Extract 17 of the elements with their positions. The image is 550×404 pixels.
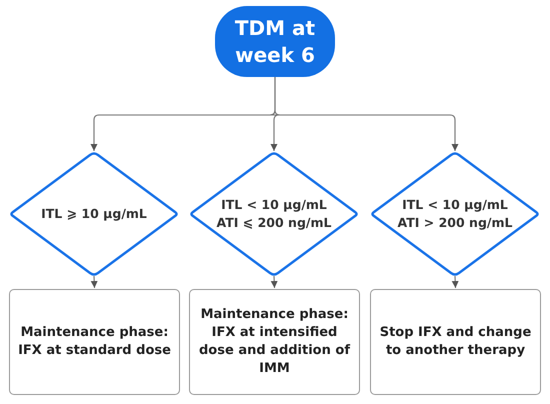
condition-text: ITL ⩾ 10 μg/mL <box>41 205 147 223</box>
arrow <box>270 276 278 288</box>
outcome-box <box>370 289 541 395</box>
outcome-box <box>9 289 180 395</box>
node-text: Maintenance phase: IFX at standard dose <box>18 324 171 360</box>
condition-text: ITL < 10 μg/mL <box>221 196 327 214</box>
arrow <box>274 77 458 151</box>
arrow <box>90 276 98 288</box>
condition-text: ATI > 200 ng/mL <box>398 214 512 232</box>
outcome-box <box>189 289 360 395</box>
node-text: Stop IFX and change to another therapy <box>379 324 532 360</box>
condition-text: ATI ⩽ 200 ng/mL <box>216 214 332 232</box>
arrow <box>452 276 459 288</box>
node-text: TDM at week 6 <box>234 14 316 68</box>
start-terminal <box>215 6 335 77</box>
condition-text: ITL < 10 μg/mL <box>402 196 508 214</box>
node-text: Maintenance phase: IFX at intensified dose and addition of IMM <box>198 306 351 378</box>
